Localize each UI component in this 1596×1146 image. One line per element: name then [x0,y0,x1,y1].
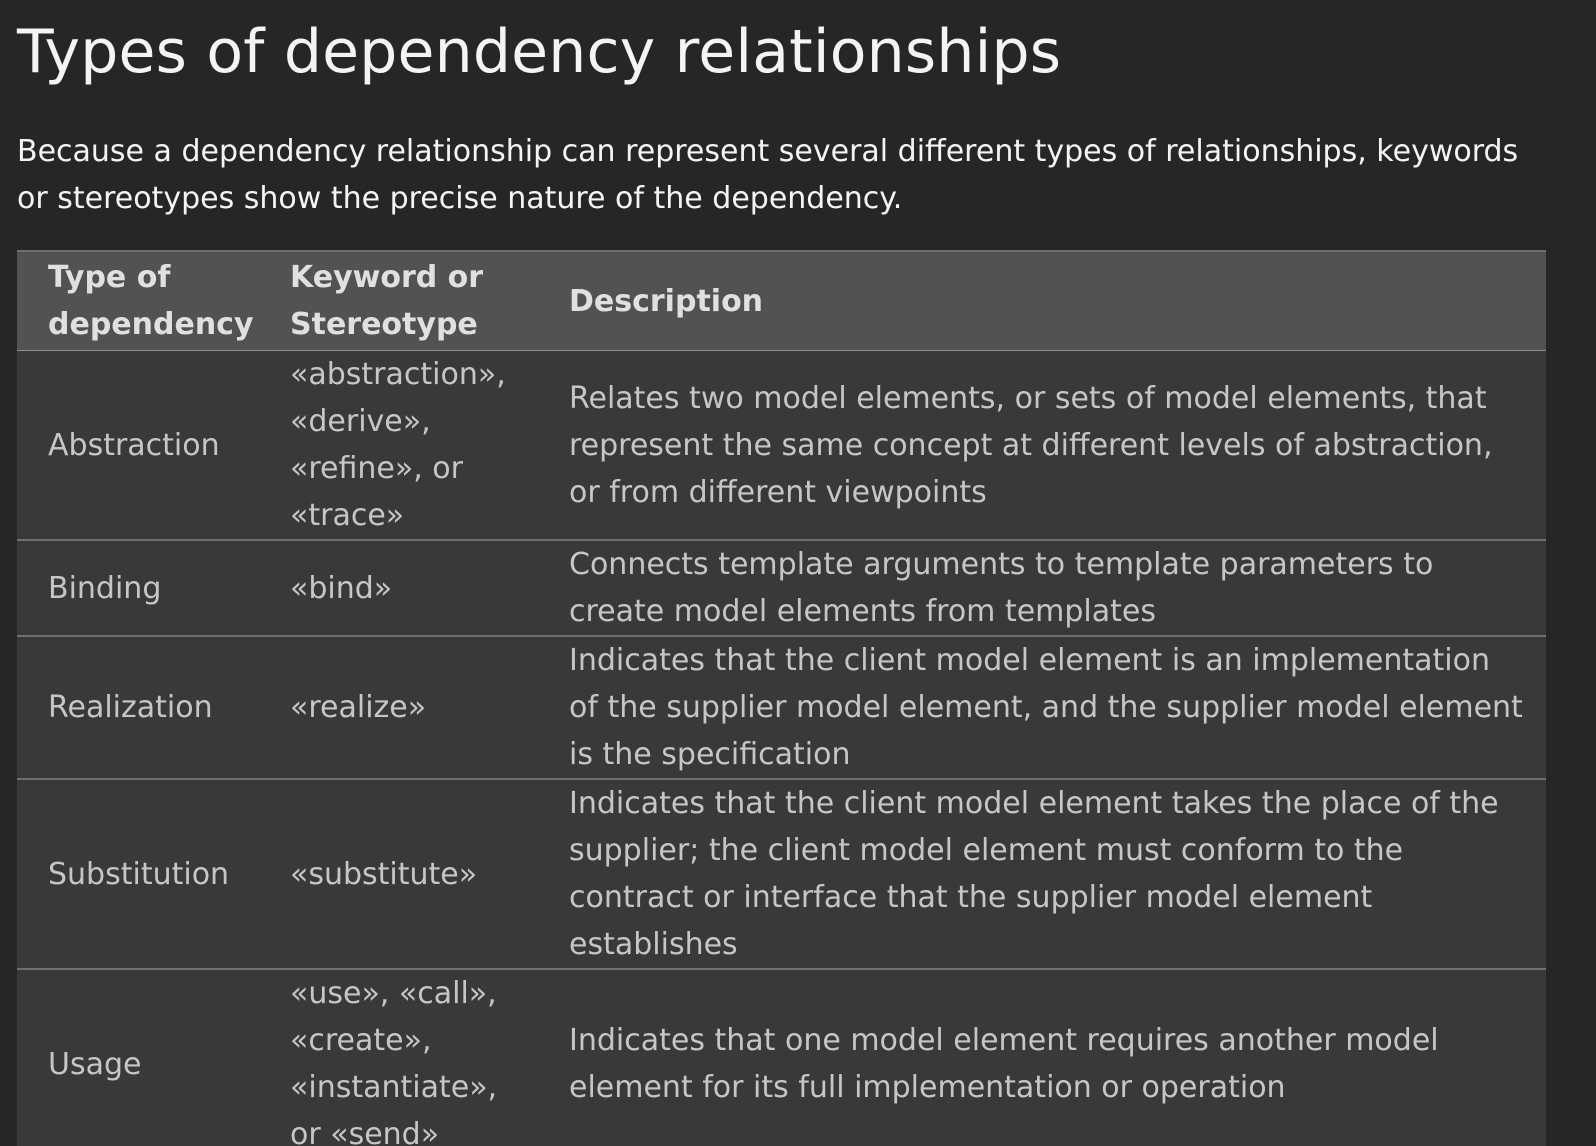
header-keyword-or-stereotype: Keyword or Stereotype [258,250,538,351]
cell-keyword: «use», «call», «create», «instantiate», … [258,969,538,1146]
cell-keyword: «abstraction», «derive», «refine», or «t… [258,350,538,541]
table-header-row: Type of dependency Keyword or Stereotype… [17,250,1546,351]
header-type-of-dependency: Type of dependency [17,250,258,351]
cell-description: Relates two model elements, or sets of m… [538,350,1546,541]
dependency-types-table: Type of dependency Keyword or Stereotype… [17,250,1546,1146]
cell-keyword: «realize» [258,636,538,780]
cell-type: Binding [17,540,258,637]
cell-description: Connects template arguments to template … [538,540,1546,637]
table-row: Binding «bind» Connects template argumen… [17,540,1546,637]
table-header: Type of dependency Keyword or Stereotype… [17,250,1546,351]
cell-description: Indicates that the client model element … [538,779,1546,970]
cell-type: Abstraction [17,350,258,541]
cell-description: Indicates that the client model element … [538,636,1546,780]
table-row: Abstraction «abstraction», «derive», «re… [17,350,1546,541]
table-row: Substitution «substitute» Indicates that… [17,779,1546,970]
table-body: Abstraction «abstraction», «derive», «re… [17,350,1546,1146]
page-title: Types of dependency relationships [17,17,1062,87]
cell-type: Substitution [17,779,258,970]
table-row: Realization «realize» Indicates that the… [17,636,1546,780]
header-description: Description [538,250,1546,351]
cell-description: Indicates that one model element require… [538,969,1546,1146]
cell-type: Realization [17,636,258,780]
cell-type: Usage [17,969,258,1146]
cell-keyword: «substitute» [258,779,538,970]
cell-keyword: «bind» [258,540,538,637]
intro-paragraph: Because a dependency relationship can re… [17,134,1519,216]
table-row: Usage «use», «call», «create», «instanti… [17,969,1546,1146]
